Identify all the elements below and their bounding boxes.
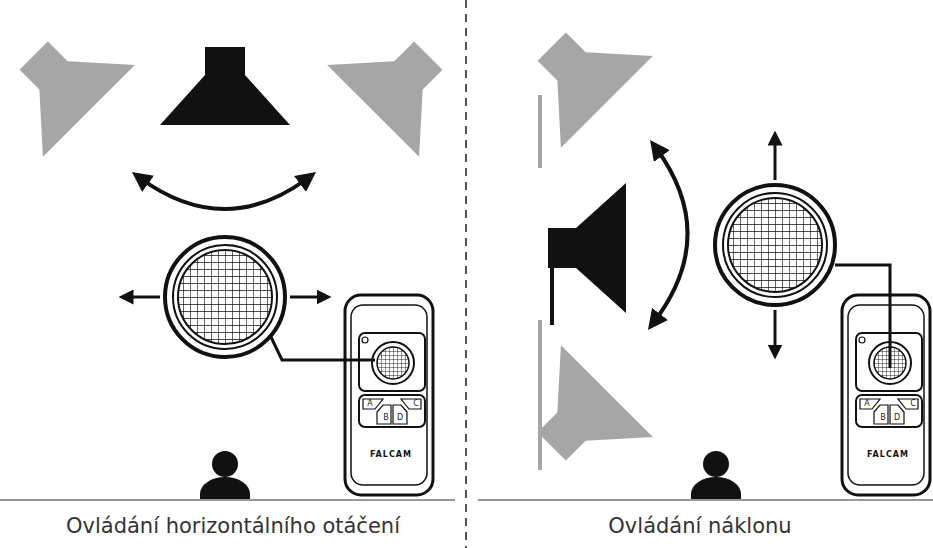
- button-letter: B: [880, 414, 886, 422]
- panel-caption: Ovládání horizontálního otáčení: [66, 516, 400, 537]
- button-letter: C: [910, 400, 916, 408]
- button-letter: B: [383, 414, 389, 422]
- button-letter: C: [413, 400, 419, 408]
- brand-name: FALCAM: [370, 451, 412, 459]
- button-letter: D: [397, 414, 403, 422]
- button-letter: A: [367, 400, 372, 408]
- brand-name: FALCAM: [867, 451, 909, 459]
- button-letter: D: [894, 414, 900, 422]
- button-letter: A: [864, 400, 869, 408]
- panel-caption: Ovládání náklonu: [608, 516, 791, 537]
